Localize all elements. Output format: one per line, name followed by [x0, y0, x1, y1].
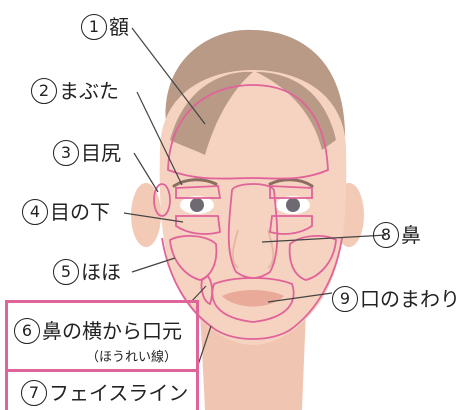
- region-eye-corner: [153, 183, 171, 217]
- region-forehead: [167, 84, 329, 180]
- nose-shading: [231, 229, 275, 269]
- region-mouth: [211, 277, 295, 323]
- label-number: 4: [22, 199, 48, 225]
- label-number: 1: [81, 14, 107, 40]
- leader-2: [136, 91, 183, 186]
- label-text: ほほ: [81, 260, 121, 284]
- label-number: 6: [14, 318, 40, 344]
- region-eyelid-left: [175, 185, 222, 199]
- leader-4: [123, 212, 184, 223]
- label-text: まぶた: [59, 79, 119, 103]
- label-text: 鼻の横から口元: [42, 319, 182, 343]
- highlight-box-7: [5, 369, 199, 410]
- label-text: 鼻: [401, 223, 421, 247]
- label-number: 9: [332, 286, 358, 312]
- region-nasolabial: [200, 274, 214, 306]
- label-number: 8: [373, 222, 399, 248]
- leader-8: [261, 234, 387, 243]
- leader-9: [267, 292, 333, 303]
- label-text: 目の下: [50, 200, 110, 224]
- label-face-line: 7 フェイスライン: [21, 380, 188, 406]
- left-iris: [190, 198, 204, 212]
- label-mouth-area: 9 口のまわり: [332, 286, 460, 312]
- hair-fringe: [170, 71, 253, 155]
- region-cheek-left: [169, 235, 218, 281]
- label-eye-corner: 3 目尻: [53, 140, 121, 166]
- region-cheek-right: [288, 235, 337, 281]
- label-text: 口のまわり: [360, 287, 460, 311]
- left-eyebrow: [172, 178, 218, 188]
- label-nasolabial: 6 鼻の横から口元: [14, 318, 182, 344]
- leader-3: [133, 152, 159, 193]
- label-under-eye: 4 目の下: [22, 199, 110, 225]
- region-face-line: [161, 237, 343, 340]
- region-eyelid-right: [269, 185, 313, 199]
- label-text: フェイスライン: [49, 381, 189, 405]
- hair-fringe-right: [256, 72, 336, 150]
- label-text: 額: [109, 15, 129, 39]
- label-forehead: 1 額: [81, 14, 129, 40]
- region-nose: [227, 183, 279, 279]
- region-under-eye-right: [269, 215, 313, 235]
- label-number: 3: [53, 140, 79, 166]
- label-number: 7: [21, 380, 47, 406]
- leader-7: [196, 325, 212, 369]
- region-under-eye: [175, 215, 221, 235]
- label-number: 5: [53, 259, 79, 285]
- label-number: 2: [31, 78, 57, 104]
- right-iris: [286, 198, 300, 212]
- leader-1: [131, 27, 206, 125]
- label-eyelid: 2 まぶた: [31, 78, 119, 104]
- label-cheek: 5 ほほ: [53, 259, 121, 285]
- label-nose: 8 鼻: [373, 222, 421, 248]
- right-eyebrow: [268, 178, 314, 188]
- leader-5: [131, 257, 176, 273]
- label-nasolabial-subtext: （ほうれい線）: [86, 350, 178, 365]
- label-text: 目尻: [81, 141, 121, 165]
